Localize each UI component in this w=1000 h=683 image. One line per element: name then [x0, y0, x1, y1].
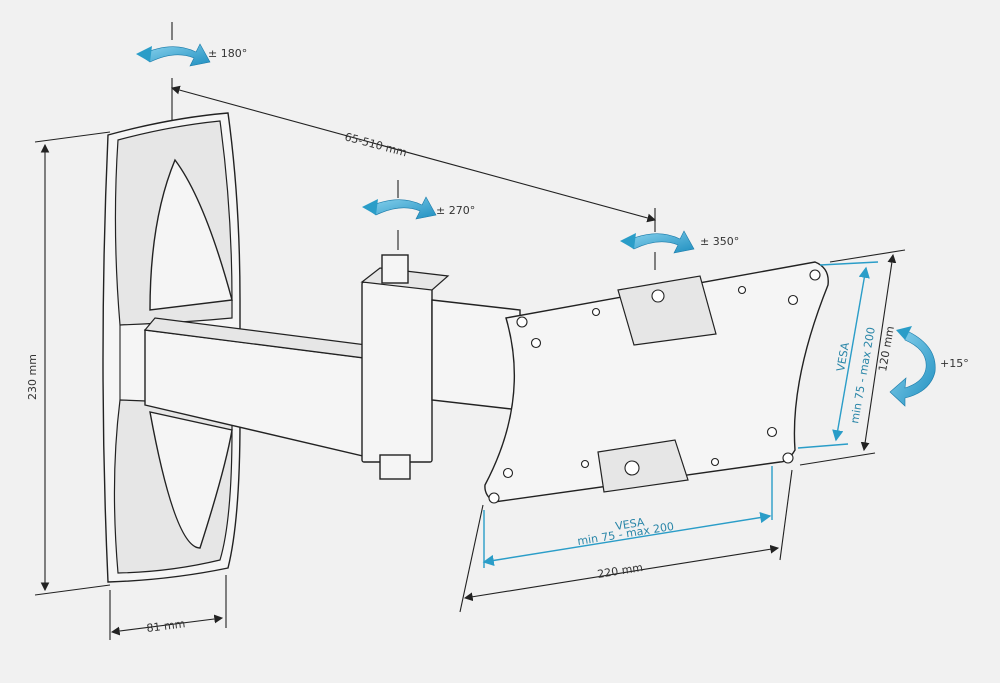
vesa-dimension-lines [482, 261, 879, 568]
rotation-label-180: ± 180° [208, 47, 247, 60]
swing-arm [143, 254, 521, 480]
rotation-axes [171, 22, 656, 270]
mounting-holes [488, 269, 821, 504]
reach-label: 65-510 mm [343, 130, 408, 159]
vesa-horizontal-title: VESA [614, 515, 645, 532]
tv-plate [484, 261, 829, 504]
rotation-arrow-icon [362, 196, 437, 220]
rotation-label-270: ± 270° [436, 204, 475, 217]
rotation-arrow-icon [620, 230, 695, 254]
rotation-label-350: ± 350° [700, 235, 739, 248]
tilt-arrow-icon [889, 326, 936, 407]
plate-width-label: 220 mm [596, 561, 643, 581]
plate-height-label: 120 mm [876, 325, 897, 372]
vesa-vertical-title: VESA [834, 341, 852, 372]
tilt-label: +15° [940, 357, 969, 370]
height-label: 230 mm [26, 354, 39, 400]
depth-label: 81 mm [146, 617, 186, 635]
rotation-arrow-icon [136, 43, 211, 67]
